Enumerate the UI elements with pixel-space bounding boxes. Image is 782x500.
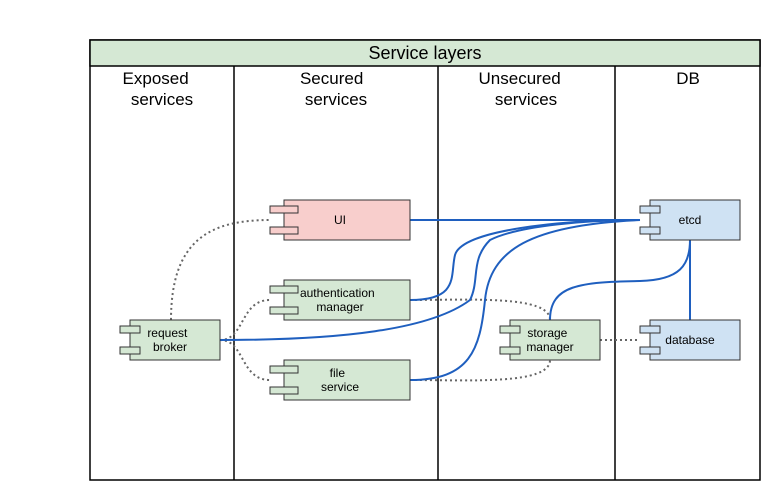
lane-title-unsecured: Unsecured services	[479, 69, 566, 109]
component-port-icon	[269, 205, 299, 214]
component-authentication-manager[interactable]: authentication manager	[269, 279, 411, 321]
component-label: storage manager	[526, 326, 573, 354]
component-port-icon	[639, 325, 661, 334]
component-etcd[interactable]: etcd	[639, 199, 741, 241]
pool-header	[89, 39, 761, 67]
connections	[170, 219, 691, 382]
component-port-icon	[269, 226, 299, 235]
edge-storage-etcd	[549, 239, 691, 321]
edge-broker-file	[219, 339, 271, 381]
edge-auth-etcd	[409, 219, 641, 301]
edge-file-storage	[409, 359, 551, 382]
component-label: file service	[321, 366, 359, 394]
component-port-icon	[639, 226, 661, 235]
component-port-icon	[499, 346, 521, 355]
component-port-icon	[269, 306, 299, 315]
component-port-icon	[269, 365, 299, 374]
component-port-icon	[639, 205, 661, 214]
component-port-icon	[119, 325, 141, 334]
component-port-icon	[499, 325, 521, 334]
component-database[interactable]: database	[639, 319, 741, 361]
component-storage-manager[interactable]: storage manager	[499, 319, 601, 361]
component-port-icon	[119, 346, 141, 355]
component-request-broker[interactable]: request broker	[119, 319, 221, 361]
lane-title-db: DB	[676, 69, 700, 88]
edge-broker-ui	[170, 219, 271, 321]
component-ui[interactable]: UI	[269, 199, 411, 241]
component-port-icon	[269, 386, 299, 395]
component-label: etcd	[679, 213, 702, 227]
lane-title-exposed: Exposed services	[123, 69, 194, 109]
edge-file-etcd	[409, 219, 641, 381]
component-label: request broker	[147, 326, 190, 354]
component-label: UI	[334, 213, 346, 227]
component-port-icon	[269, 285, 299, 294]
diagram-title: Service layers	[368, 43, 481, 63]
component-file-service[interactable]: file service	[269, 359, 411, 401]
lane-title-secured: Secured services	[300, 69, 368, 109]
edge-broker-auth	[219, 299, 271, 341]
component-port-icon	[639, 346, 661, 355]
component-label: database	[665, 333, 715, 347]
edge-auth-storage	[409, 298, 551, 321]
edge-broker-etcd	[219, 219, 641, 341]
component-label: authentication manager	[300, 286, 378, 314]
